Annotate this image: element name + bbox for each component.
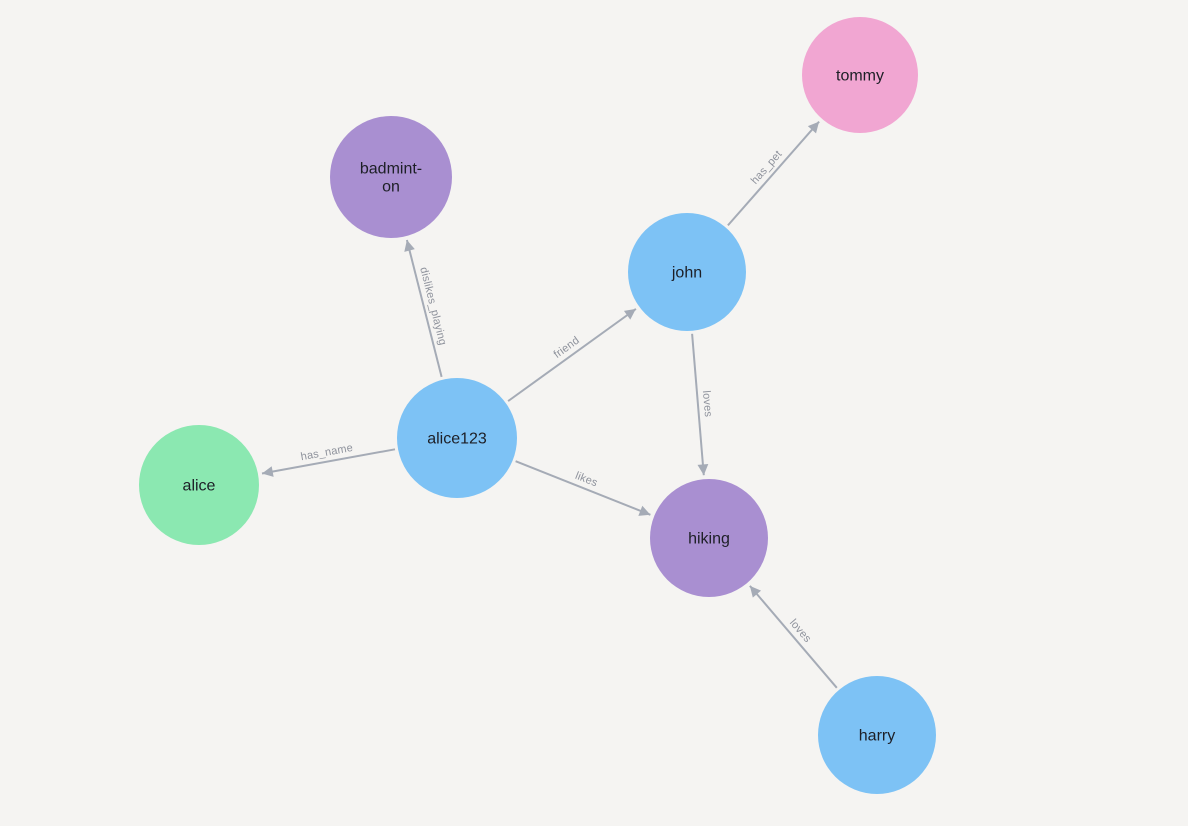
node-circle[interactable] [802, 17, 918, 133]
relationship-label: has_name [300, 442, 354, 463]
node-harry[interactable]: harry [818, 676, 936, 794]
relationship-label: friend [552, 334, 582, 361]
node-tommy[interactable]: tommy [802, 17, 918, 133]
relationship-arrow[interactable] [404, 239, 443, 378]
node-circle[interactable] [818, 676, 936, 794]
relationship-arrow[interactable] [507, 308, 637, 402]
relationship-label: loves [787, 617, 814, 645]
node-label: harry [859, 728, 895, 745]
node-label: hiking [688, 531, 730, 548]
edge-harry-loves-hiking[interactable]: loves [749, 585, 838, 689]
relationship-arrow[interactable] [749, 585, 838, 689]
node-alice123[interactable]: alice123 [397, 378, 517, 498]
node-circle[interactable] [650, 479, 768, 597]
edge-john-has_pet-tommy[interactable]: has_pet [727, 120, 820, 227]
edge-alice123-dislikes_playing-badminton[interactable]: dislikes_playing [404, 239, 449, 378]
node-circle[interactable] [628, 213, 746, 331]
node-alice[interactable]: alice [139, 425, 259, 545]
node-badminton[interactable]: badmint-on [330, 116, 452, 238]
relationship-arrow[interactable] [515, 460, 651, 516]
node-label: badmint-on [360, 161, 422, 196]
node-label: alice123 [427, 431, 487, 448]
node-label: john [671, 265, 702, 282]
edge-john-loves-hiking[interactable]: loves [691, 333, 714, 476]
relationship-arrow[interactable] [261, 448, 396, 477]
edge-alice123-friend-john[interactable]: friend [507, 308, 637, 402]
edge-alice123-likes-hiking[interactable]: likes [515, 460, 651, 516]
node-john[interactable]: john [628, 213, 746, 331]
node-circle[interactable] [330, 116, 452, 238]
node-label: tommy [836, 68, 884, 85]
node-label: alice [183, 478, 216, 495]
node-circle[interactable] [397, 378, 517, 498]
node-circle[interactable] [139, 425, 259, 545]
node-hiking[interactable]: hiking [650, 479, 768, 597]
relationship-arrow[interactable] [691, 333, 709, 476]
relationship-arrow[interactable] [727, 120, 820, 227]
relationship-label: dislikes_playing [417, 266, 448, 347]
edge-alice123-has_name-alice[interactable]: has_name [261, 442, 396, 477]
relationship-label: loves [700, 390, 714, 418]
